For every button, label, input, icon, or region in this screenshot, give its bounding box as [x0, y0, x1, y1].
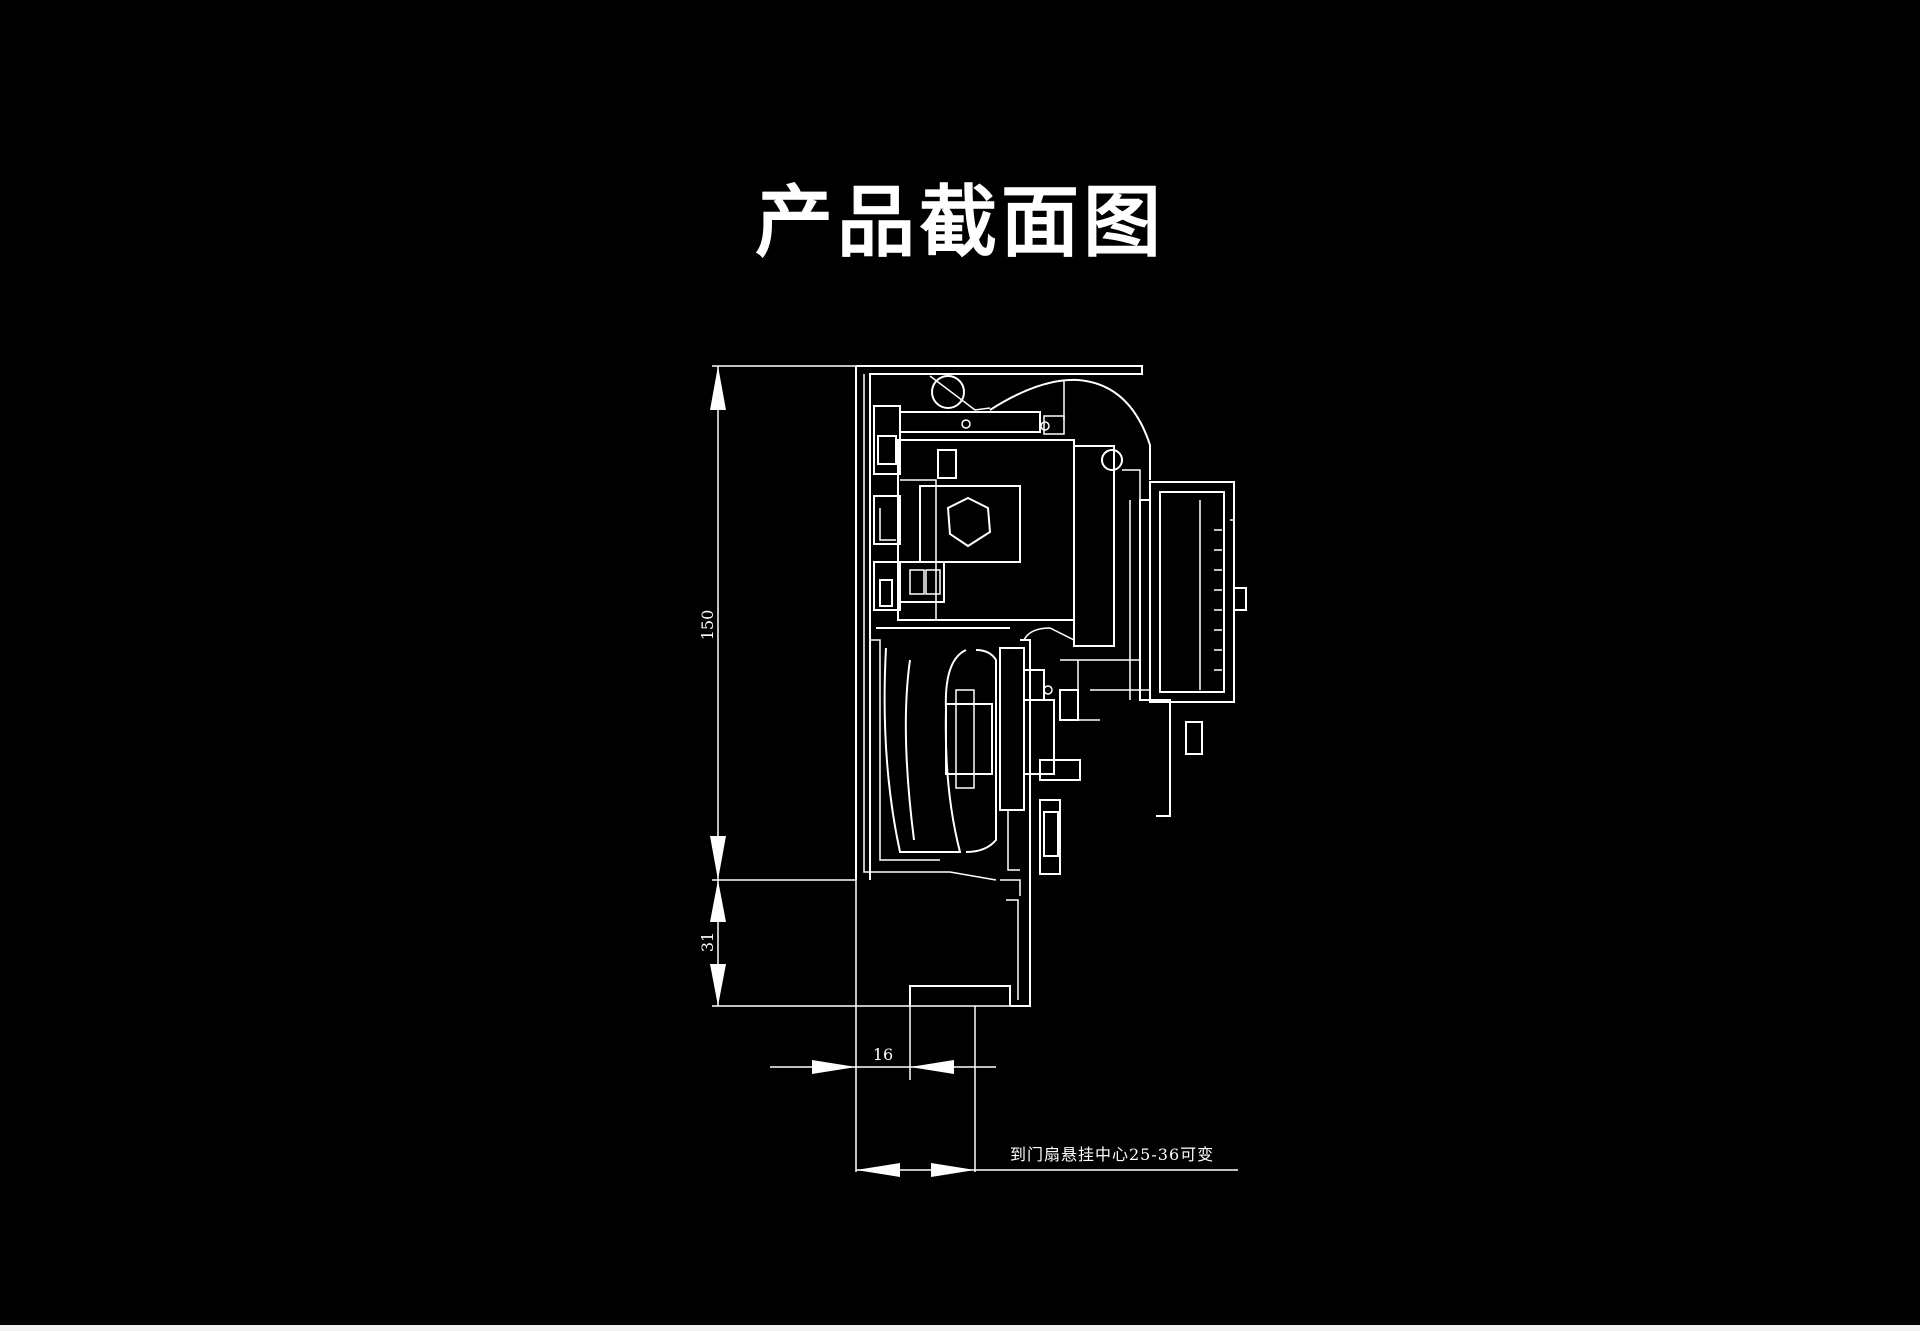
page-title: 产品截面图: [754, 178, 1165, 268]
dimension-31: 31: [698, 880, 1030, 1007]
hanging-center-note: 到门扇悬挂中心25-36可变: [1010, 1145, 1214, 1164]
dimension-label-31: 31: [698, 932, 717, 952]
dimension-150: 150: [698, 365, 856, 881]
mechanism-outline: [855, 365, 1247, 1007]
dimension-hanging-center: 到门扇悬挂中心25-36可变: [856, 1006, 1238, 1177]
dimension-16: 16: [770, 880, 996, 1172]
dimension-label-16: 16: [873, 1045, 893, 1064]
bottom-strip: [0, 1325, 1920, 1331]
dimension-label-150: 150: [698, 610, 717, 641]
